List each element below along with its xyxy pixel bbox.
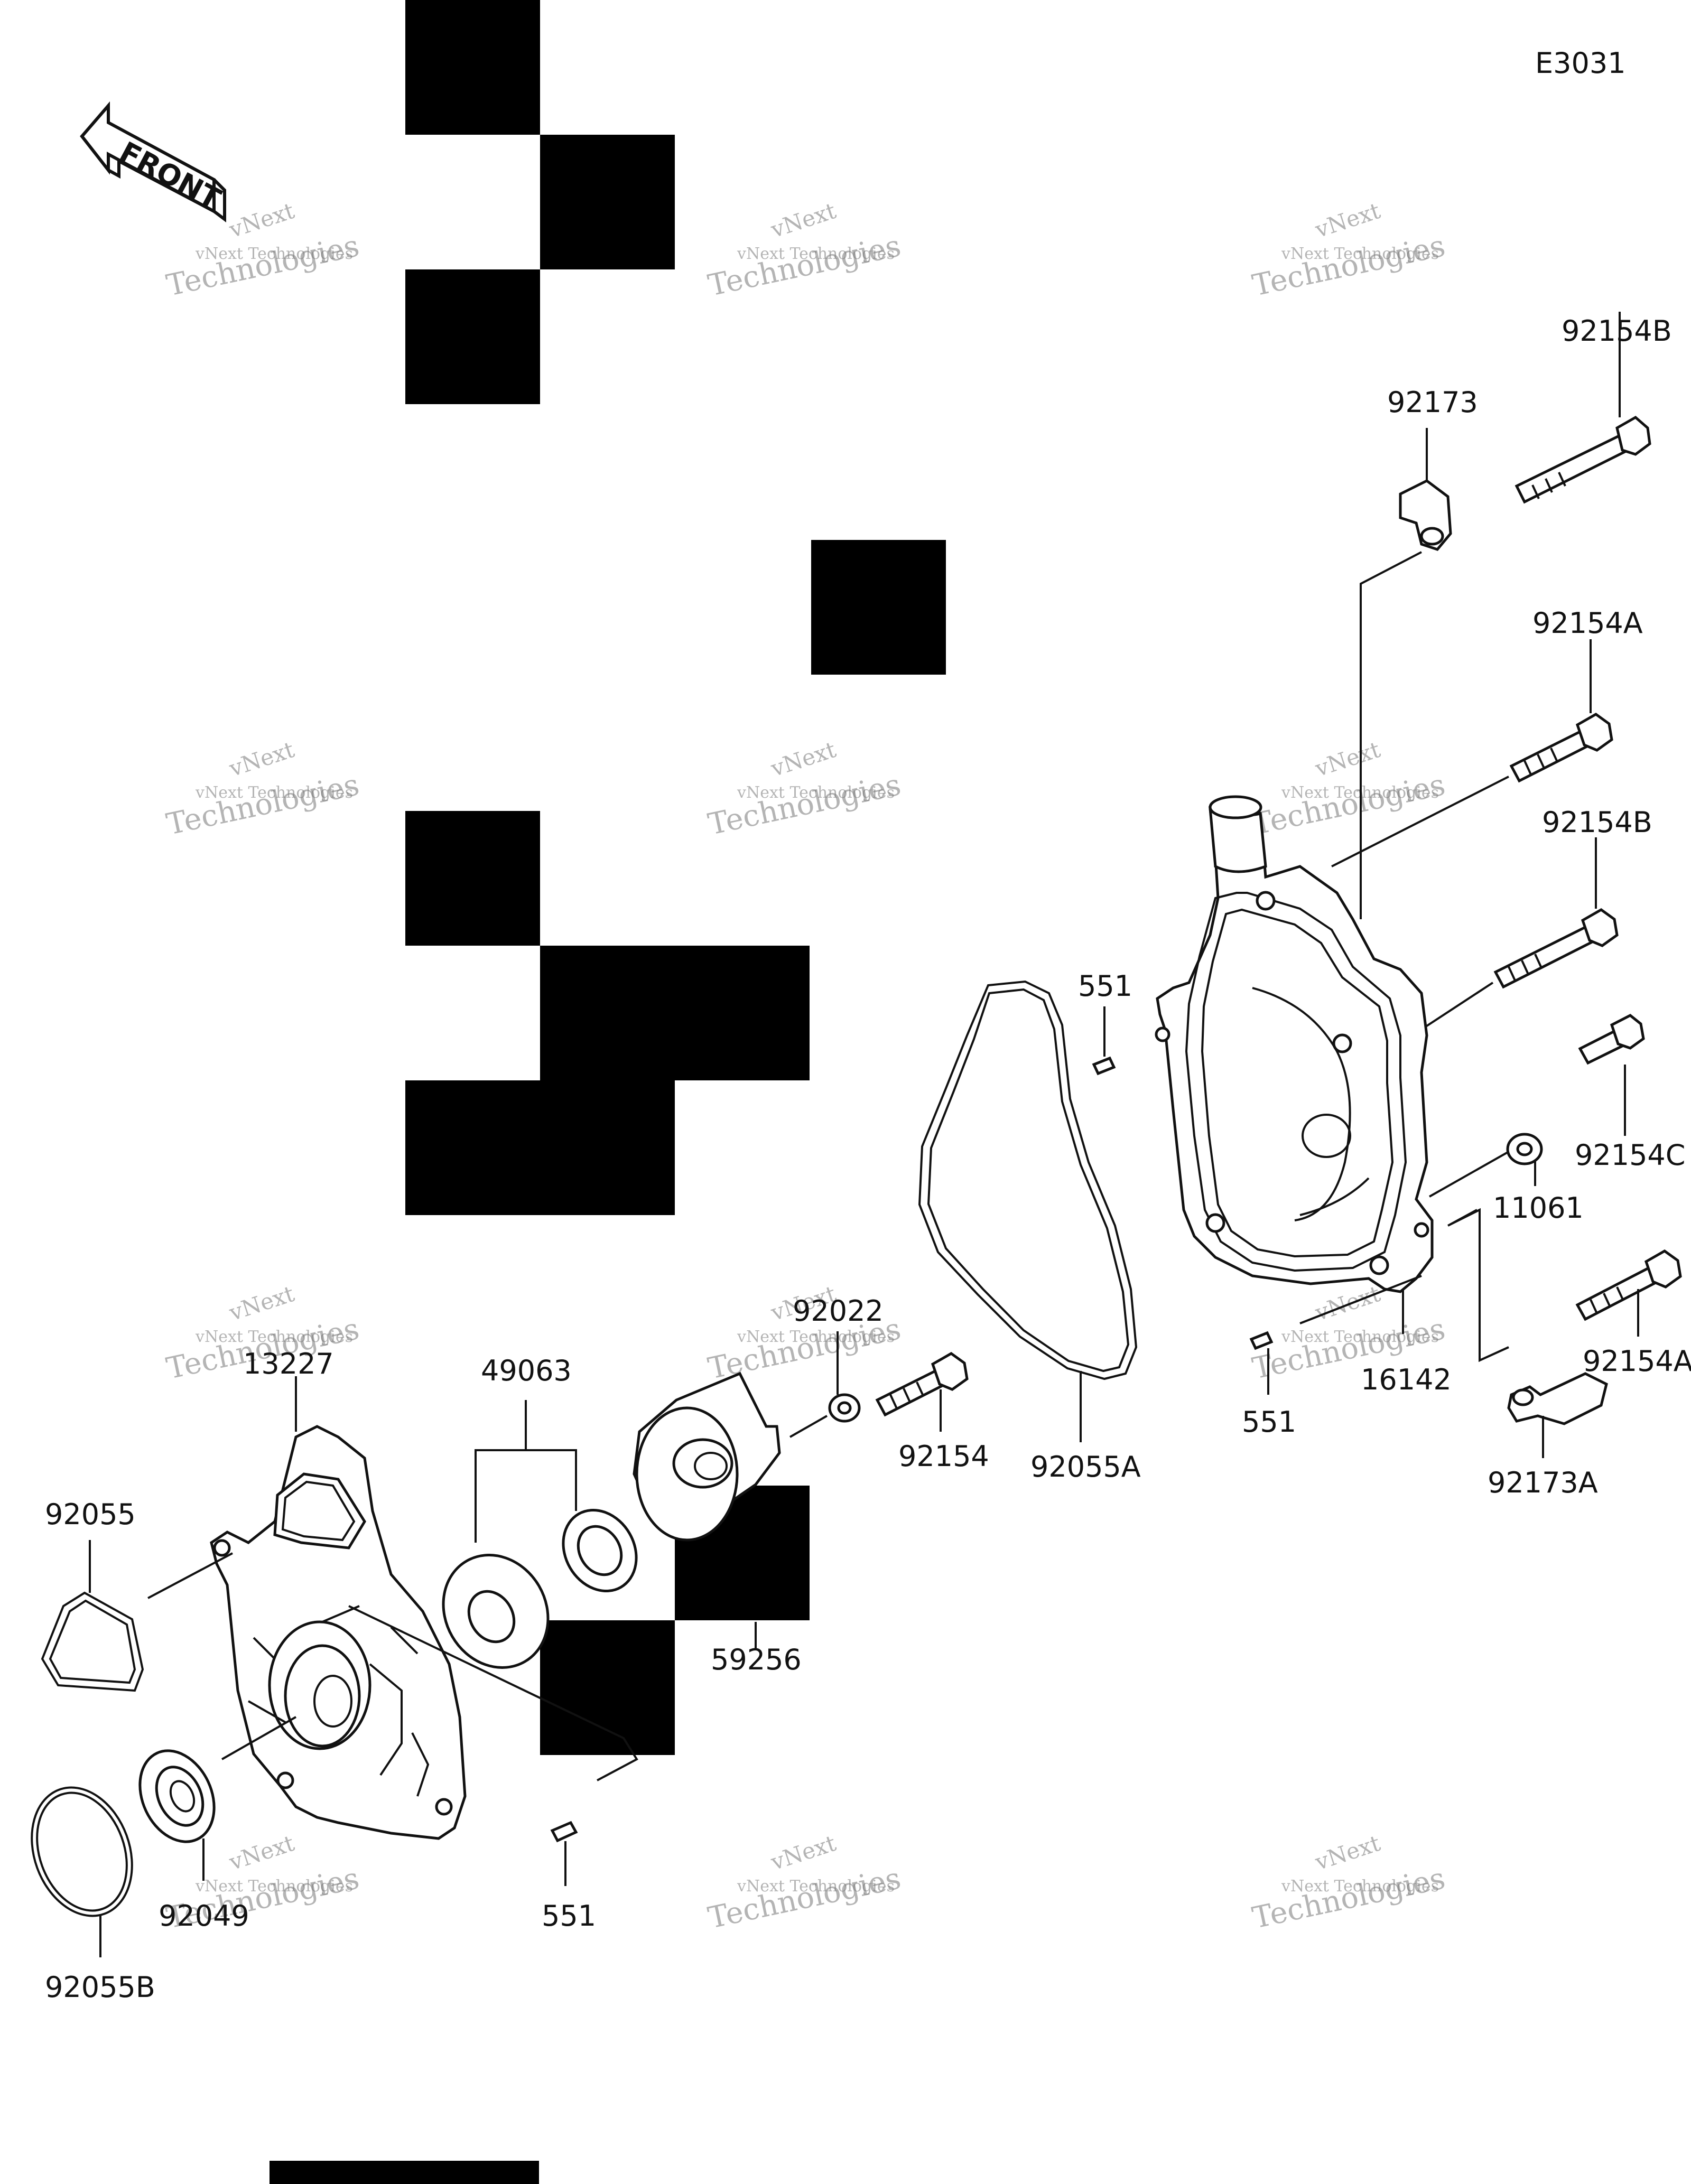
svg-text:vNext Technologies: vNext Technologies	[737, 245, 895, 263]
label-92173: 92173	[1387, 386, 1478, 419]
label-11061: 11061	[1493, 1191, 1584, 1225]
oring-92055	[41, 1540, 233, 1692]
dowel-pin-551-left	[550, 1821, 578, 1886]
label-92055B: 92055B	[45, 1971, 155, 2004]
svg-text:vNext Technologies: vNext Technologies	[195, 1328, 353, 1346]
washer-11061	[1429, 1133, 1543, 1198]
label-92154: 92154	[898, 1440, 989, 1473]
svg-text:vNext: vNext	[1312, 1281, 1383, 1326]
svg-text:Technologies: Technologies	[1249, 768, 1448, 842]
svg-text:vNext: vNext	[226, 1281, 298, 1326]
svg-text:vNext: vNext	[226, 736, 298, 782]
clamp-92173A	[1447, 1208, 1608, 1458]
svg-text:vNext: vNext	[767, 1830, 839, 1875]
svg-text:vNext Technologies: vNext Technologies	[195, 245, 353, 263]
label-92022: 92022	[793, 1294, 884, 1328]
diagram-code: E3031	[1535, 46, 1626, 80]
label-92055: 92055	[45, 1498, 136, 1531]
front-arrow-icon: FRONT	[80, 101, 226, 222]
svg-text:vNext Technologies: vNext Technologies	[195, 783, 353, 802]
label-92154B-top: 92154B	[1562, 314, 1672, 348]
oring-92055A	[918, 980, 1138, 1442]
svg-text:vNext Technologies: vNext Technologies	[737, 1877, 895, 1896]
seal-49063	[442, 1400, 638, 1669]
pump-cover	[1155, 795, 1434, 1293]
bolt-92154C	[1578, 1014, 1645, 1136]
svg-text:vNext Technologies: vNext Technologies	[195, 1877, 353, 1896]
label-92154A-low: 92154A	[1583, 1345, 1691, 1378]
dowel-pin-551-lower	[1249, 1275, 1422, 1395]
label-92055A: 92055A	[1030, 1450, 1141, 1483]
svg-text:vNext: vNext	[1312, 1830, 1383, 1875]
svg-text:vNext: vNext	[226, 198, 298, 243]
svg-text:Technologies: Technologies	[163, 229, 362, 303]
label-59256: 59256	[711, 1643, 802, 1676]
label-92154A-mid: 92154A	[1532, 606, 1643, 640]
svg-text:Technologies: Technologies	[705, 768, 904, 842]
label-551-lower: 551	[1242, 1405, 1296, 1439]
dowel-pin-551-upper	[1092, 1006, 1116, 1076]
svg-text:Technologies: Technologies	[1249, 229, 1448, 303]
svg-text:vNext Technologies: vNext Technologies	[737, 783, 895, 802]
label-92173A: 92173A	[1488, 1466, 1598, 1499]
clamp-92173	[1360, 428, 1452, 919]
label-13227: 13227	[243, 1347, 334, 1380]
oil-seal-92049	[138, 1716, 296, 1881]
svg-text:vNext: vNext	[767, 198, 839, 243]
svg-text:vNext: vNext	[226, 1830, 298, 1875]
bolt-92154B-mid	[1415, 837, 1619, 1034]
label-92154B-mid: 92154B	[1542, 806, 1652, 839]
svg-text:vNext: vNext	[767, 736, 839, 782]
svg-text:vNext: vNext	[1312, 736, 1383, 782]
svg-text:vNext Technologies: vNext Technologies	[1281, 1877, 1439, 1896]
svg-text:Technologies: Technologies	[705, 229, 904, 303]
svg-text:Technologies: Technologies	[163, 768, 362, 842]
svg-text:Technologies: Technologies	[1249, 1861, 1448, 1936]
redaction-blocks	[270, 0, 946, 2184]
bolt-92154	[875, 1352, 969, 1432]
bolt-92154A-low	[1575, 1249, 1682, 1337]
impeller-59256	[633, 1371, 781, 1648]
svg-text:vNext Technologies: vNext Technologies	[1281, 1328, 1439, 1346]
label-16142: 16142	[1361, 1363, 1452, 1396]
washer-92022	[789, 1331, 861, 1438]
label-92154C: 92154C	[1575, 1138, 1686, 1172]
svg-text:Technologies: Technologies	[705, 1861, 904, 1936]
pump-body-13227	[210, 1376, 638, 1840]
label-551-upper: 551	[1078, 969, 1132, 1003]
label-551-left: 551	[542, 1899, 596, 1933]
label-92049: 92049	[159, 1899, 249, 1933]
bolt-92154A-mid	[1331, 639, 1613, 867]
label-49063: 49063	[481, 1354, 572, 1387]
bolt-92154B-top	[1515, 312, 1651, 504]
svg-text:vNext Technologies: vNext Technologies	[1281, 245, 1439, 263]
oring-92055B	[31, 1786, 133, 1957]
svg-text:vNext: vNext	[1312, 198, 1383, 243]
svg-text:vNext Technologies: vNext Technologies	[737, 1328, 895, 1346]
